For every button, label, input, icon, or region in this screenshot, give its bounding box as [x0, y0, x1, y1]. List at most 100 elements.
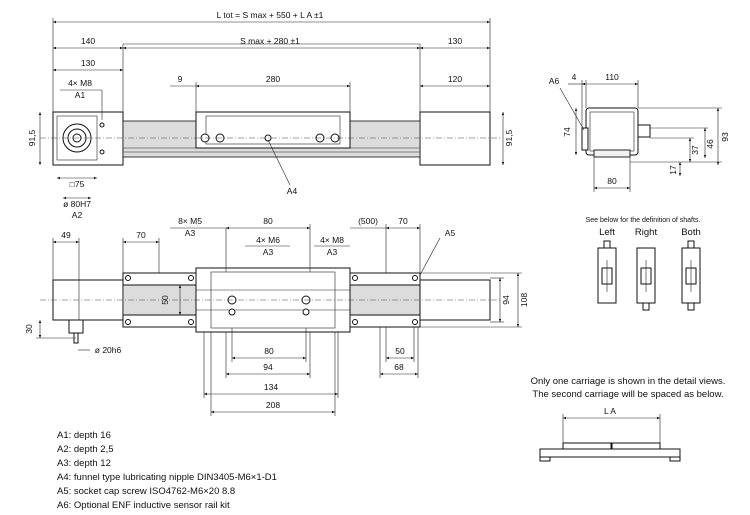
spacing-rail	[539, 448, 681, 458]
top-right-end-plate	[419, 111, 491, 166]
dim-110: 110	[605, 72, 619, 82]
dim-49: 49	[61, 230, 71, 240]
bottom-view: 49 70 8× M5 A3 80 4× M6 A3 4× M8 A3 (500…	[24, 216, 529, 416]
label-a3-2: A3	[263, 247, 274, 257]
dim-37: 37	[690, 145, 700, 155]
dim-l-tot: L tot = S max + 550 + L A ±1	[217, 10, 324, 20]
spacing-foot	[539, 456, 551, 462]
dim-30: 30	[24, 324, 34, 334]
dim-134: 134	[264, 382, 278, 392]
front-screw	[352, 319, 358, 325]
dim-120: 120	[448, 74, 462, 84]
dim-140: 140	[81, 36, 95, 46]
top-carriage	[195, 111, 351, 149]
dim-108: 108	[519, 293, 529, 307]
label-a6: A6	[549, 76, 560, 86]
dim-93: 93	[720, 132, 730, 142]
dim-4xm8-bottom: 4× M8	[320, 235, 344, 245]
label-a5: A5	[445, 228, 456, 238]
dim-4xm6: 4× M6	[256, 235, 280, 245]
dim-70-right: 70	[398, 216, 408, 226]
dim-17: 17	[668, 165, 678, 175]
carriage-note-line2: The second carriage will be spaced as be…	[532, 389, 723, 400]
dim-dia-80h7: ø 80H7	[63, 199, 91, 209]
front-carriage-inner	[210, 271, 336, 329]
shaft-right-icon	[636, 247, 656, 311]
front-shaft-block	[68, 319, 84, 334]
shaft-both-title: Both	[681, 227, 701, 238]
dim-74: 74	[562, 127, 572, 137]
dim-46: 46	[705, 139, 715, 149]
dim-80-bottom: 80	[264, 346, 274, 356]
label-a3-3: A3	[327, 247, 338, 257]
dim-130-right: 130	[448, 36, 462, 46]
legend: A1: depth 16 A2: depth 2,5 A3: depth 12 …	[57, 430, 277, 511]
dim-50-center: 50	[160, 295, 170, 305]
dim-500: (500)	[358, 216, 378, 226]
front-screw	[125, 319, 131, 325]
front-screw	[412, 275, 418, 281]
shaft-definitions: See below for the definition of shafts. …	[586, 217, 701, 311]
dim-square-75: □75	[70, 179, 85, 189]
shaft-left-title: Left	[599, 227, 615, 238]
label-a3-1: A3	[185, 228, 196, 238]
dim-50-right: 50	[395, 346, 405, 356]
front-rail-cap	[122, 272, 197, 286]
spacing-foot	[669, 456, 681, 462]
dim-70-left: 70	[136, 230, 146, 240]
front-rail-cap	[122, 314, 197, 328]
spacing-carriage-1	[562, 442, 612, 450]
side-lug	[637, 124, 651, 138]
dim-dia-20h6: ø 20h6	[95, 345, 122, 355]
side-body	[585, 107, 639, 156]
spacing-carriage-2	[611, 442, 661, 450]
legend-a4: A4: funnel type lubricating nipple DIN34…	[57, 472, 277, 483]
top-view: L tot = S max + 550 + L A ±1 140 S max +…	[27, 10, 514, 220]
dim-68: 68	[394, 362, 404, 372]
front-rail-cap	[349, 314, 421, 328]
dim-la: L A	[604, 406, 616, 416]
legend-a1: A1: depth 16	[57, 430, 111, 441]
shaft-left-icon	[597, 240, 617, 304]
dim-9: 9	[178, 74, 183, 84]
dim-4xm8-top: 4× M8	[68, 78, 92, 88]
front-carriage-hole	[302, 308, 310, 316]
dim-130-left: 130	[81, 58, 95, 68]
top-carriage-inner	[205, 115, 341, 145]
dim-80-side: 80	[607, 176, 617, 186]
side-view: A6 4 110 74 93 46 37 17 80	[549, 72, 730, 192]
front-screw	[188, 319, 194, 325]
label-a1: A1	[75, 90, 86, 100]
shaft-both-icon	[681, 240, 701, 311]
side-sensor-rail	[581, 127, 589, 151]
front-screw	[188, 275, 194, 281]
dim-94-horiz: 94	[263, 362, 273, 372]
label-a4: A4	[287, 186, 298, 196]
carriage-spacing: Only one carriage is shown in the detail…	[531, 376, 726, 462]
legend-a3: A3: depth 12	[57, 458, 111, 469]
legend-a2: A2: depth 2,5	[57, 444, 114, 455]
dim-91-5-right: 91,5	[504, 129, 514, 146]
front-screw	[125, 275, 131, 281]
front-screw	[352, 275, 358, 281]
dim-91-5-left: 91,5	[27, 129, 37, 146]
dim-280: 280	[266, 74, 280, 84]
top-hole	[99, 122, 105, 128]
front-carriage-hole	[228, 308, 236, 316]
dim-94-vert: 94	[501, 295, 511, 305]
legend-a6: A6: Optional ENF inductive sensor rail k…	[57, 500, 230, 511]
dim-8xm5: 8× M5	[178, 216, 202, 226]
dim-80-top: 80	[263, 216, 273, 226]
shaft-right-title: Right	[635, 227, 658, 238]
top-hole	[99, 149, 105, 155]
dim-208: 208	[266, 400, 280, 410]
side-rail-bottom	[593, 149, 631, 158]
carriage-note-line1: Only one carriage is shown in the detail…	[531, 376, 726, 387]
dim-s-max: S max + 280 ±1	[240, 36, 300, 46]
front-rail-cap	[349, 272, 421, 286]
legend-a5: A5: socket cap screw ISO4762-M6×20 8.8	[57, 486, 235, 497]
front-screw	[412, 319, 418, 325]
label-a2: A2	[72, 210, 83, 220]
dim-4-side: 4	[572, 72, 577, 82]
